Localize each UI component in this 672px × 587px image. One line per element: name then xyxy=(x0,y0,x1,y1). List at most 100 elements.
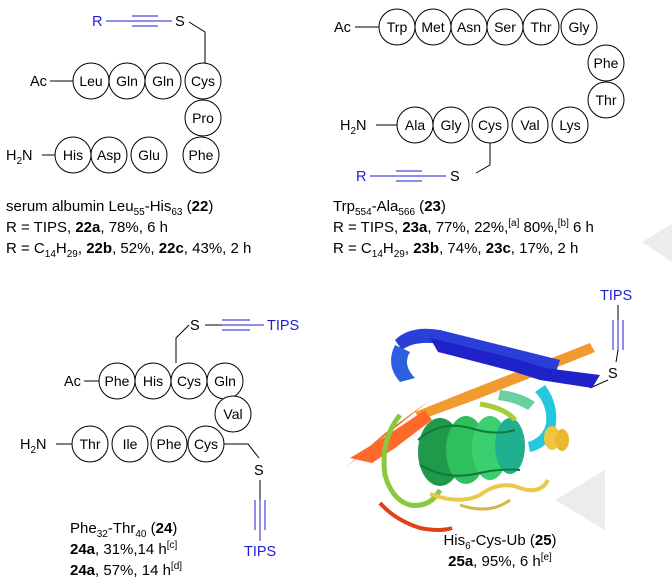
watermark-triangle xyxy=(555,470,605,530)
residue-glu: Glu xyxy=(130,136,168,174)
svg-text:Asp: Asp xyxy=(97,147,121,163)
residue-cys: Cys xyxy=(471,106,509,144)
residue-cys: Cys xyxy=(184,62,222,100)
residue-gln: Gln xyxy=(144,62,182,100)
residue-his: His xyxy=(54,136,92,174)
svg-text:Trp: Trp xyxy=(387,19,408,35)
residue-phe: Phe xyxy=(150,425,188,463)
caption-line: 24a, 57%, 14 h[d] xyxy=(70,561,183,580)
svg-text:Gln: Gln xyxy=(152,73,174,89)
caption-title: Phe32-Thr40 (24) xyxy=(70,520,178,540)
svg-text:Phe: Phe xyxy=(594,55,619,71)
residue-val: Val xyxy=(511,106,549,144)
svg-text:Phe: Phe xyxy=(157,436,182,452)
tips-label: TIPS xyxy=(267,318,299,334)
svg-text:Phe: Phe xyxy=(105,373,130,389)
caption-line: R = C14H29, 23b, 74%, 23c, 17%, 2 h xyxy=(333,240,579,260)
residue-cys: Cys xyxy=(170,362,208,400)
sulfur-label: S xyxy=(450,169,460,185)
residue-met: Met xyxy=(414,8,452,46)
peptide-23: Ac Trp Met Asn Ser Thr Gly Phe Thr H2N A… xyxy=(334,8,625,185)
caption-line: 25a, 95%, 6 h[e] xyxy=(448,552,552,571)
caption-line: R = C14H29, 22b, 52%, 22c, 43%, 2 h xyxy=(6,240,252,260)
acetyl-label: Ac xyxy=(334,20,351,36)
svg-text:Asn: Asn xyxy=(457,19,481,35)
caption-23: Trp554-Ala566 (23) R = TIPS, 23a, 77%, 2… xyxy=(333,196,594,260)
caption-line: R = TIPS, 22a, 78%, 6 h xyxy=(6,219,168,236)
svg-text:Ile: Ile xyxy=(123,436,138,452)
residue-gln: Gln xyxy=(206,362,244,400)
svg-text:Ala: Ala xyxy=(405,117,425,133)
svg-text:His: His xyxy=(143,373,163,389)
caption-24: Phe32-Thr40 (24) 24a, 31%,14 h[c] 24a, 5… xyxy=(70,518,182,581)
residue-thr: Thr xyxy=(71,425,109,463)
sulfur-label: S xyxy=(190,318,200,334)
residue-gly: Gly xyxy=(560,8,598,46)
svg-text:Cys: Cys xyxy=(177,373,201,389)
residue-phe: Phe xyxy=(98,362,136,400)
svg-text:Met: Met xyxy=(421,19,444,35)
svg-text:His: His xyxy=(63,147,83,163)
ribbon-loop xyxy=(381,413,443,508)
sulfur-label: S xyxy=(175,14,185,30)
peptide-22: R S Ac Leu Gln Gln Cys Pro H2N His Asp G… xyxy=(6,14,222,174)
residue-thr: Thr xyxy=(522,8,560,46)
svg-text:Thr: Thr xyxy=(531,19,552,35)
svg-text:Val: Val xyxy=(520,117,539,133)
ribbon-strand xyxy=(430,338,600,388)
r-group-label: R xyxy=(92,14,102,30)
residue-thr: Thr xyxy=(587,81,625,119)
svg-text:Thr: Thr xyxy=(80,436,101,452)
svg-text:Gly: Gly xyxy=(569,19,590,35)
residue-phe: Phe xyxy=(182,136,220,174)
caption-line: 24a, 31%,14 h[c] xyxy=(70,540,178,559)
ribbon-strand xyxy=(350,410,432,463)
peptide-24: S TIPS Ac Phe His Cys Gln Val H2N Thr Il… xyxy=(20,318,299,560)
tips-label: TIPS xyxy=(600,288,632,304)
residue-his: His xyxy=(134,362,172,400)
svg-text:Ser: Ser xyxy=(494,19,516,35)
caption-25: His6-Cys-Ub (25) 25a, 95%, 6 h[e] xyxy=(420,530,580,572)
caption-line: R = TIPS, 23a, 77%, 22%,[a] 80%,[b] 6 h xyxy=(333,218,594,237)
svg-text:Thr: Thr xyxy=(596,92,617,108)
acetyl-label: Ac xyxy=(64,374,81,390)
svg-text:Cys: Cys xyxy=(194,436,218,452)
sulfur-label: S xyxy=(254,463,264,479)
caption-title: Trp554-Ala566 (23) xyxy=(333,198,446,218)
svg-text:Lys: Lys xyxy=(559,117,580,133)
residue-trp: Trp xyxy=(378,8,416,46)
svg-text:Val: Val xyxy=(223,406,242,422)
svg-text:Leu: Leu xyxy=(79,73,102,89)
amine-terminus-label: H2N xyxy=(20,437,47,456)
ubiquitin-structure: TIPS S xyxy=(345,288,632,532)
residue-ile: Ile xyxy=(111,425,149,463)
r-group-label: R xyxy=(356,169,366,185)
residue-leu: Leu xyxy=(72,62,110,100)
svg-text:Gly: Gly xyxy=(441,117,462,133)
amine-terminus-label: H2N xyxy=(340,118,367,137)
svg-text:Pro: Pro xyxy=(192,110,214,126)
sulfur-label: S xyxy=(608,366,618,382)
residue-lys: Lys xyxy=(551,106,589,144)
caption-title: His6-Cys-Ub (25) xyxy=(443,532,557,552)
residue-ser: Ser xyxy=(486,8,524,46)
residue-gly: Gly xyxy=(432,106,470,144)
residue-asp: Asp xyxy=(90,136,128,174)
caption-title: serum albumin Leu55-His63 (22) xyxy=(6,198,214,218)
svg-text:Phe: Phe xyxy=(189,147,214,163)
svg-text:Cys: Cys xyxy=(191,73,215,89)
residue-gln: Gln xyxy=(108,62,146,100)
ribbon-loop xyxy=(429,478,550,502)
tips-label: TIPS xyxy=(244,544,276,560)
watermark-triangle xyxy=(642,224,672,262)
residue-cys: Cys xyxy=(187,425,225,463)
amine-terminus-label: H2N xyxy=(6,148,33,167)
svg-text:Gln: Gln xyxy=(116,73,138,89)
caption-22: serum albumin Leu55-His63 (22) R = TIPS,… xyxy=(6,196,252,260)
svg-text:Cys: Cys xyxy=(478,117,502,133)
svg-text:Glu: Glu xyxy=(138,147,160,163)
residue-val: Val xyxy=(214,395,252,433)
residue-ala: Ala xyxy=(396,106,434,144)
